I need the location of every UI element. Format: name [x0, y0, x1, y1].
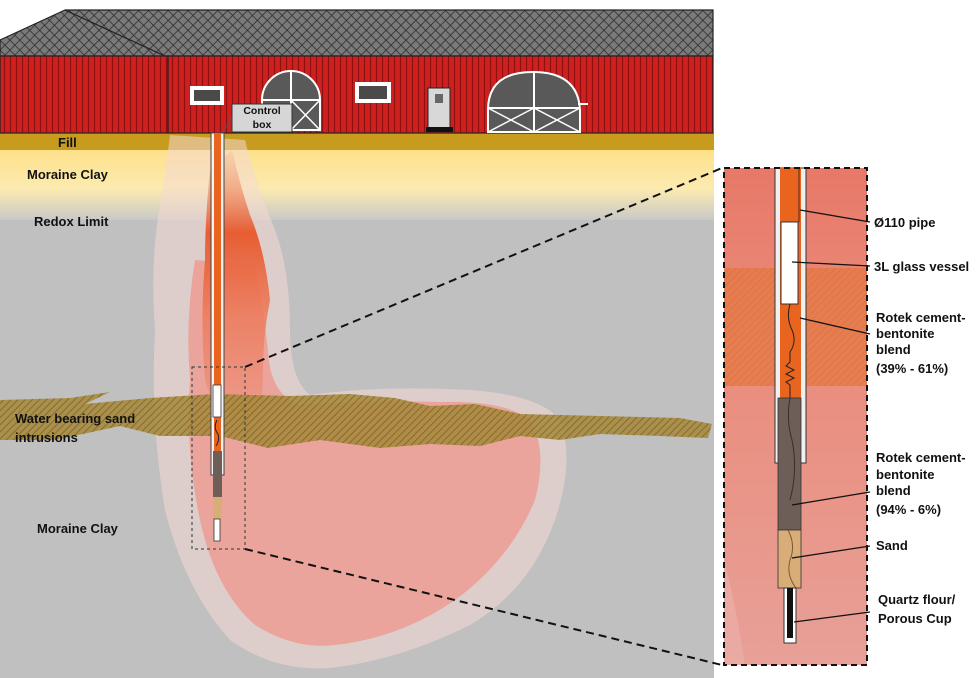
label-fill: Fill — [58, 135, 77, 150]
label-blend-upper-line2: bentonite — [876, 326, 935, 341]
plume-pink-body — [188, 260, 541, 646]
building: Control box — [0, 9, 714, 134]
blend-dark-small — [213, 451, 222, 497]
label-sand-intrusions-line1: Water bearing sand — [15, 411, 135, 426]
borehole — [191, 117, 246, 550]
pipe-inner-fill — [214, 133, 221, 451]
sand-intrusion-layer — [0, 392, 712, 448]
building-wall-left — [0, 55, 169, 134]
label-blend-upper-line1: Rotek cement- — [876, 310, 966, 325]
label-moraine-clay-top: Moraine Clay — [27, 167, 109, 182]
detail-text-labels: Ø110 pipe 3L glass vessel Rotek cement- … — [874, 215, 969, 626]
detail-panel — [723, 167, 868, 666]
label-glass-vessel: 3L glass vessel — [874, 259, 969, 274]
control-box: Control box — [231, 103, 293, 133]
label-sand-intrusions-line2: intrusions — [15, 430, 78, 445]
label-blend-upper-line4: (39% - 61%) — [876, 361, 948, 376]
detail-wire — [784, 303, 796, 398]
zoom-line-top — [244, 167, 723, 368]
porous-cup-small — [213, 518, 221, 542]
detail-glass-vessel — [780, 221, 799, 305]
detail-sand — [777, 529, 802, 589]
entry-door — [426, 87, 453, 132]
arched-door-large — [487, 70, 588, 133]
glass-vessel-small — [212, 384, 222, 418]
label-sand: Sand — [876, 538, 908, 553]
fill-layer — [0, 133, 714, 150]
label-blend-lower-line3: blend — [876, 483, 911, 498]
sand-small — [213, 497, 222, 519]
layer-labels: Fill Moraine Clay Redox Limit Water bear… — [15, 135, 135, 536]
label-pipe: Ø110 pipe — [874, 215, 935, 230]
detail-leaders — [791, 209, 871, 623]
label-blend-lower-line4: (94% - 6%) — [876, 502, 941, 517]
detail-focus-box — [191, 366, 246, 550]
label-cup-line1: Quartz flour/ — [878, 592, 956, 607]
moraine-clay-layer — [0, 150, 714, 220]
control-box-label-line2: box — [253, 119, 272, 131]
roof-main — [64, 9, 714, 57]
label-blend-lower-line1: Rotek cement- — [876, 450, 966, 465]
label-blend-upper-line3: blend — [876, 342, 911, 357]
label-cup-line2: Porous Cup — [878, 611, 952, 626]
detail-blend-lower — [777, 397, 802, 531]
label-redox-limit: Redox Limit — [34, 214, 109, 229]
label-blend-lower-line2: bentonite — [876, 467, 935, 482]
zoom-line-bottom — [244, 548, 723, 666]
label-moraine-clay-bottom: Moraine Clay — [37, 521, 119, 536]
control-box-label-line1: Control — [243, 105, 280, 117]
detail-frame — [723, 167, 868, 666]
